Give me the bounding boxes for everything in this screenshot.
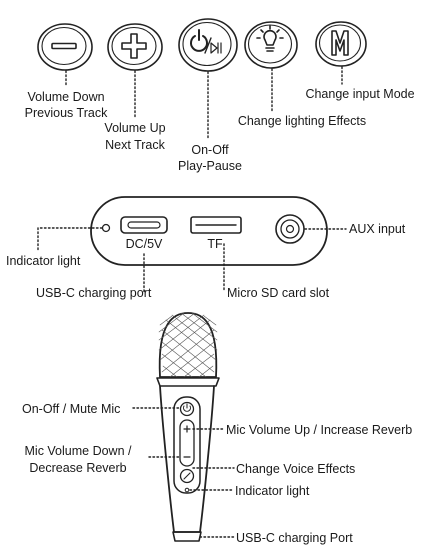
mute-mic-label: On-Off / Mute Mic — [22, 402, 121, 416]
on-off-label: On-Off — [191, 143, 229, 157]
volume-down-button — [37, 23, 93, 71]
mic-volume-down-label: Mic Volume Down / — [24, 444, 132, 458]
mic-usb-c-label: USB-C charging Port — [236, 531, 353, 545]
previous-track-label: Previous Track — [24, 106, 108, 120]
voice-effects-label: Change Voice Effects — [236, 462, 356, 476]
usb-c-charging-label: USB-C charging port — [36, 286, 152, 300]
next-track-label: Next Track — [105, 138, 165, 152]
volume-up-label: Volume Up — [104, 121, 166, 135]
mic-volume-up-label: Mic Volume Up / Increase Reverb — [226, 423, 413, 437]
dc-port-label: DC/5V — [126, 237, 163, 251]
play-pause-label: Play-Pause — [178, 159, 242, 173]
volume-down-label: Volume Down — [27, 90, 105, 104]
microphone — [156, 312, 220, 542]
lighting-button — [244, 21, 298, 69]
tf-port-label: TF — [207, 237, 223, 251]
decrease-reverb-label: Decrease Reverb — [29, 461, 127, 475]
port-panel — [90, 196, 328, 266]
mic-indicator-light-label: Indicator light — [235, 484, 310, 498]
input-mode-label: Change input Mode — [305, 87, 415, 101]
lighting-effects-label: Change lighting Effects — [237, 114, 367, 128]
mode-button — [315, 21, 367, 67]
indicator-light-label: Indicator light — [6, 254, 81, 268]
volume-up-button — [107, 23, 163, 71]
aux-input-label: AUX input — [349, 222, 406, 236]
micro-sd-label: Micro SD card slot — [227, 286, 330, 300]
power-play-button — [178, 18, 238, 72]
